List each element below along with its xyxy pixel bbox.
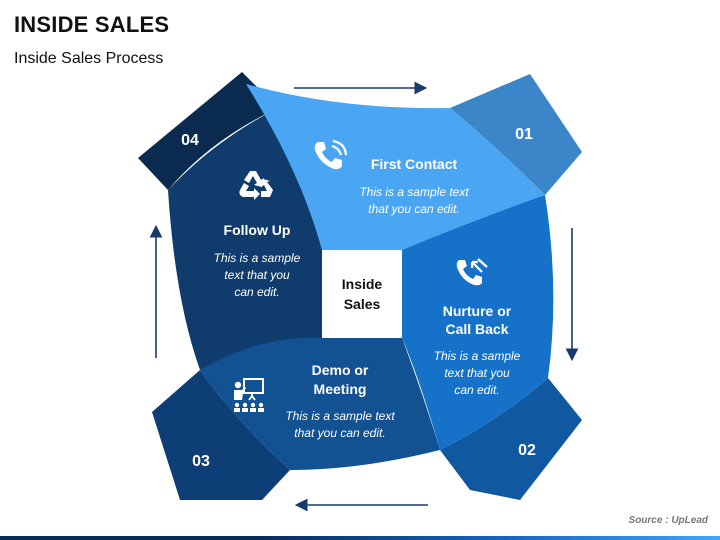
step-01-desc-line2: that you can edit.: [368, 202, 459, 216]
step-03-number: 03: [192, 453, 210, 470]
step-02-title-line2: Call Back: [445, 321, 508, 337]
bottom-accent-bar: [0, 536, 720, 540]
presentation-icon: [234, 378, 264, 412]
step-04-shape: [168, 108, 322, 370]
step-04-desc-line2: text that you: [224, 268, 290, 282]
step-01-title: First Contact: [371, 156, 458, 172]
step-01-desc-line1: This is a sample text: [359, 185, 469, 199]
step-03-tab: [152, 370, 290, 500]
step-01-shape: [246, 84, 545, 250]
center-label-line2: Sales: [344, 296, 381, 312]
step-02-desc-line3: can edit.: [454, 383, 499, 397]
page-subtitle: Inside Sales Process: [14, 50, 164, 67]
step-03-shape: [200, 337, 440, 470]
phone-callback-icon: [456, 258, 488, 286]
step-04-desc-line3: can edit.: [234, 285, 279, 299]
center-box: [322, 250, 402, 338]
step-02-number: 02: [518, 442, 536, 459]
phone-icon: [314, 139, 348, 170]
step-02-shape: [402, 195, 554, 450]
step-04-tab: [138, 72, 278, 190]
step-03-desc-line2: that you can edit.: [294, 426, 385, 440]
step-03-title-line2: Meeting: [314, 381, 367, 397]
step-03-title-line1: Demo or: [312, 362, 369, 378]
step-04-title: Follow Up: [224, 222, 291, 238]
step-02-tab: [440, 378, 582, 500]
step-02-desc-line2: text that you: [444, 366, 510, 380]
step-04-number: 04: [181, 132, 199, 149]
step-04-desc-line1: This is a sample: [214, 251, 301, 265]
step-03-desc-line1: This is a sample text: [285, 409, 395, 423]
step-01-number: 01: [515, 126, 533, 143]
page-title: INSIDE SALES: [14, 12, 170, 37]
step-01-tab: [450, 74, 582, 195]
center-label-line1: Inside: [342, 276, 383, 292]
recycle-icon: [239, 171, 273, 200]
source-note: Source : UpLead: [628, 515, 708, 526]
step-02-desc-line1: This is a sample: [434, 349, 521, 363]
step-02-title-line1: Nurture or: [443, 303, 512, 319]
